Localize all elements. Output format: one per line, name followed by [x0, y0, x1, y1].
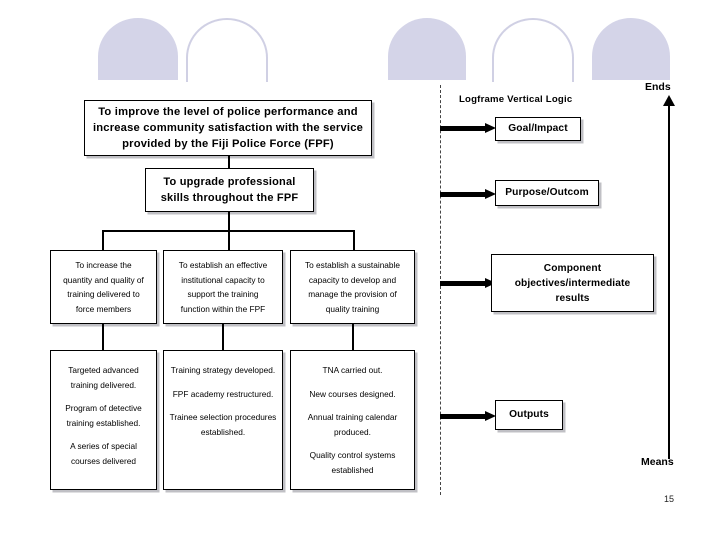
- logframe-goal-impact-box: Goal/Impact: [495, 117, 581, 141]
- ends-label: Ends: [645, 81, 671, 93]
- vertical-dashed-divider: [440, 85, 441, 495]
- connector-objective-1-outputs: [102, 324, 104, 350]
- arch-2: [186, 18, 268, 82]
- connector-purpose-stem: [228, 212, 230, 230]
- purpose-line-1: To upgrade professional: [163, 176, 296, 188]
- outputs-2-item-3: Trainee selection procedures established…: [169, 412, 277, 437]
- arch-5: [592, 18, 670, 80]
- ends-arrow-head-icon: [662, 95, 675, 106]
- objective-3-line-3: manage the provision of: [308, 289, 397, 299]
- ends-means-axis: [668, 104, 670, 459]
- arrow-purpose-outcome: [440, 189, 496, 199]
- outputs-3-item-4: Quality control systems established: [309, 450, 396, 475]
- purpose-box: To upgrade professional skills throughou…: [145, 168, 314, 212]
- goal-line-3: provided by the Fiji Police Force (FPF): [122, 138, 334, 150]
- objective-3-line-1: To establish a sustainable: [304, 260, 400, 270]
- page-number: 15: [664, 494, 675, 504]
- connector-drop-objective-3: [353, 230, 355, 250]
- connector-goal-purpose: [228, 156, 230, 168]
- connector-drop-objective-1: [102, 230, 104, 250]
- logframe-goal-impact-label: Goal/Impact: [508, 123, 568, 134]
- objective-1-line-4: force members: [75, 303, 132, 314]
- arrow-component-objectives: [440, 278, 496, 288]
- objective-2-line-4: function within the FPF: [180, 303, 266, 314]
- outputs-2-item-2: FPF academy restructured.: [172, 388, 274, 399]
- outputs-1-item-3: A series of special courses delivered: [70, 441, 137, 466]
- objective-1-line-3: training delivered to: [67, 289, 140, 299]
- logframe-component-objectives-box: Component objectives/intermediate result…: [491, 254, 654, 312]
- arch-4: [492, 18, 574, 82]
- means-label: Means: [641, 456, 674, 468]
- outputs-3-item-2: New courses designed.: [309, 388, 396, 399]
- connector-drop-objective-2: [228, 230, 230, 250]
- outputs-2-item-1: Training strategy developed.: [170, 365, 276, 375]
- objective-2-line-3: support the training: [187, 289, 259, 299]
- objective-3-line-4: quality training: [325, 303, 380, 314]
- connector-objective-3-outputs: [352, 324, 354, 350]
- arch-1: [98, 18, 178, 80]
- objective-3-line-2: capacity to develop and: [308, 274, 397, 285]
- objective-box-3: To establish a sustainable capacity to d…: [290, 250, 415, 324]
- outputs-box-2: Training strategy developed. FPF academy…: [163, 350, 283, 490]
- objective-2-line-2: institutional capacity to: [181, 274, 265, 285]
- outputs-1-item-2: Program of detective training establishe…: [65, 403, 142, 428]
- outputs-box-3: TNA carried out. New courses designed. A…: [290, 350, 415, 490]
- objective-2-line-1: To establish an effective: [178, 260, 268, 270]
- outputs-3-item-3: Annual training calendar produced.: [307, 412, 398, 437]
- goal-box: To improve the level of police performan…: [84, 100, 372, 156]
- logframe-purpose-outcome-label: Purpose/Outcom: [505, 187, 589, 198]
- connector-objective-2-outputs: [222, 324, 224, 350]
- objective-box-1: To increase the quantity and quality of …: [50, 250, 157, 324]
- logframe-purpose-outcome-box: Purpose/Outcom: [495, 180, 599, 206]
- goal-line-2: increase community satisfaction with the…: [92, 122, 364, 134]
- logframe-title: Logframe Vertical Logic: [459, 94, 573, 105]
- logframe-outputs-box: Outputs: [495, 400, 563, 430]
- arrow-outputs: [440, 411, 496, 421]
- arch-3: [388, 18, 466, 80]
- outputs-1-item-1: Targeted advanced training delivered.: [68, 365, 139, 390]
- arrow-goal-impact: [440, 123, 496, 133]
- outputs-3-item-1: TNA carried out.: [322, 365, 383, 375]
- objective-1-line-2: quantity and quality of: [63, 274, 144, 285]
- purpose-line-2: skills throughout the FPF: [160, 192, 299, 204]
- outputs-box-1: Targeted advanced training delivered. Pr…: [50, 350, 157, 490]
- objective-box-2: To establish an effective institutional …: [163, 250, 283, 324]
- goal-line-1: To improve the level of police performan…: [98, 106, 358, 118]
- objective-1-line-1: To increase the: [75, 260, 132, 270]
- logframe-outputs-label: Outputs: [509, 409, 549, 420]
- logframe-component-objectives-label: Component objectives/intermediate result…: [514, 262, 631, 304]
